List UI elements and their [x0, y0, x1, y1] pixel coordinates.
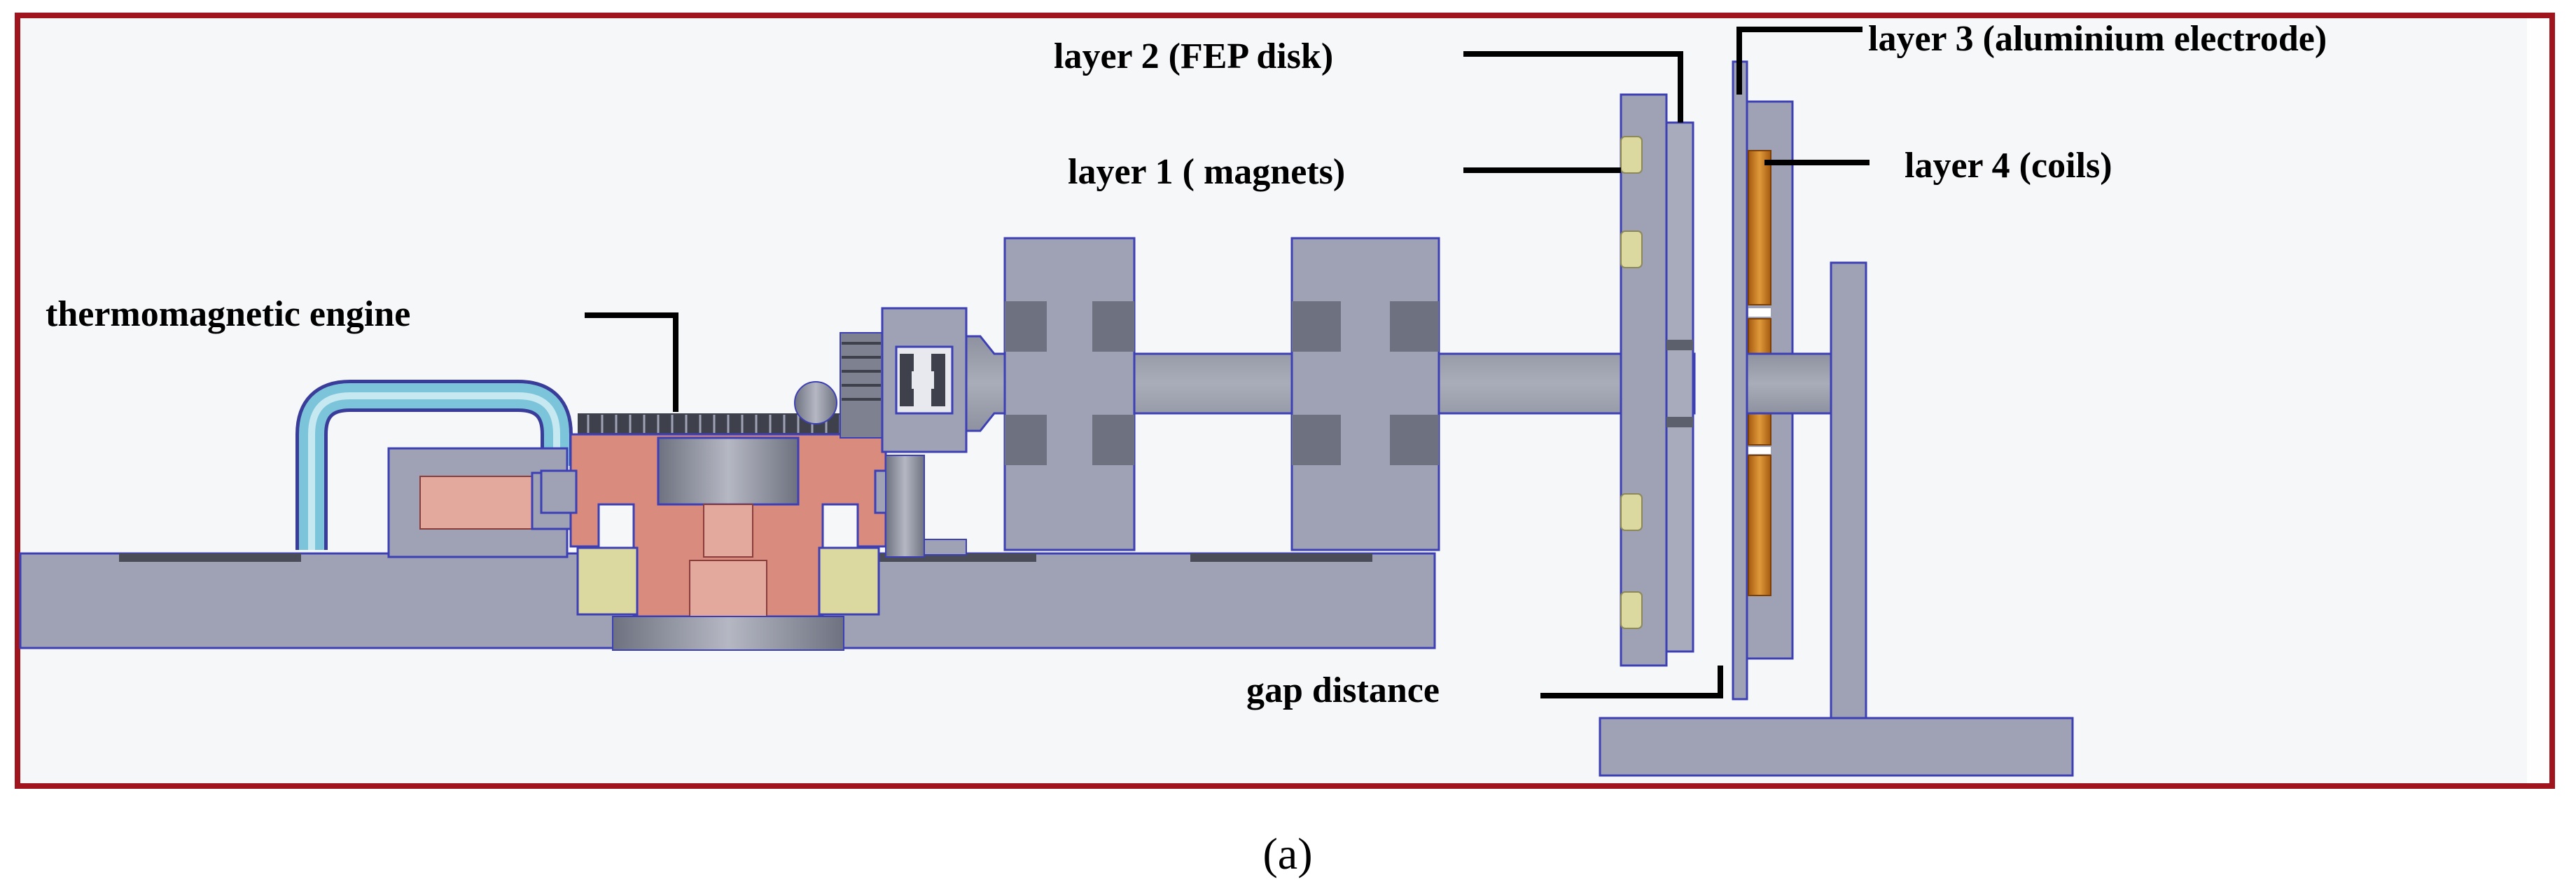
coupling-yoke [881, 307, 968, 453]
bearing-block-2 [1290, 237, 1440, 551]
leader-lines [585, 27, 1870, 698]
leader-layer2 [1463, 51, 1683, 123]
support-stand [1599, 261, 2074, 777]
heat-pipe [295, 380, 573, 550]
label-layer1: layer 1 ( magnets) [1068, 152, 1345, 192]
label-layer4: layer 4 (coils) [1905, 146, 2112, 186]
label-layer2: layer 2 (FEP disk) [1054, 36, 1333, 76]
label-layer3: layer 3 (aluminium electrode) [1868, 19, 2327, 59]
label-gap-distance: gap distance [1246, 670, 1440, 710]
leader-layer3 [1736, 27, 1863, 95]
leader-engine [585, 312, 678, 412]
pinion [840, 332, 967, 558]
figure-caption: (a) [1262, 829, 1312, 878]
bearing-block-1 [1003, 237, 1136, 551]
thermomagnetic-engine [540, 381, 912, 651]
layer1-magnets [1620, 136, 1643, 629]
rotor-disk [1620, 93, 1694, 667]
label-thermomagnetic-engine: thermomagnetic engine [46, 294, 410, 334]
leader-gap [1540, 666, 1723, 698]
